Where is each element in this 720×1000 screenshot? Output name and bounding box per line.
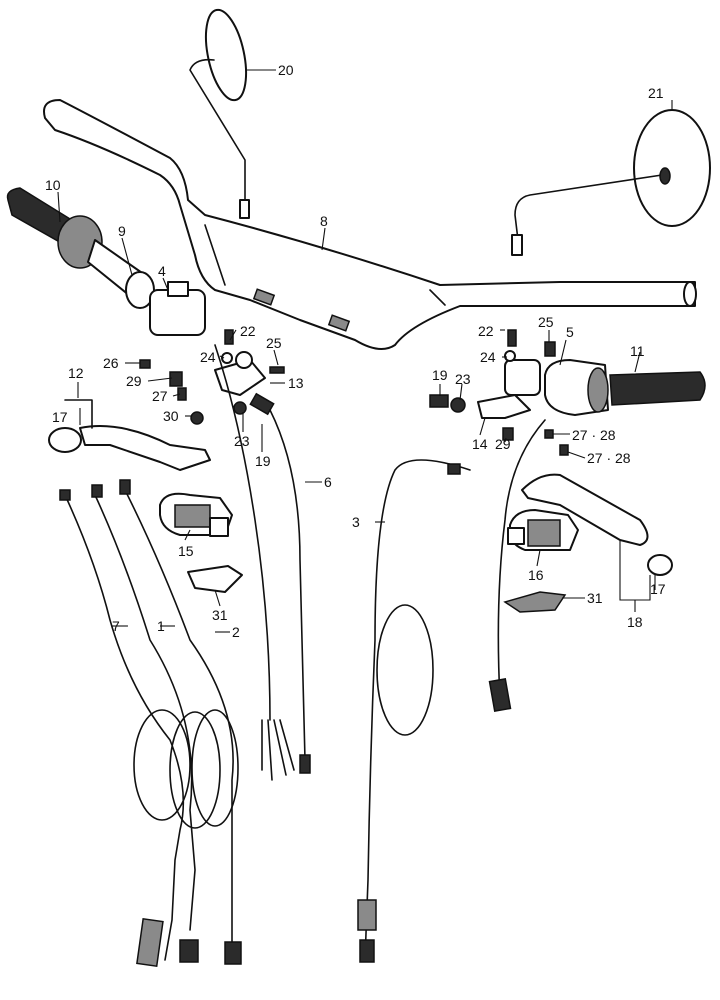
callout-21: 21 [648,85,664,101]
right-switch-16 [507,509,579,551]
callout-17-left: 17 [52,409,68,425]
callout-26: 26 [103,355,119,371]
callout-19-left: 19 [255,453,271,469]
cable-right [488,419,546,713]
callout-23-right: 23 [455,371,471,387]
clamp-band-right [503,591,567,613]
callout-1: 1 [157,618,165,634]
callout-8: 8 [320,213,328,229]
callout-9: 9 [118,223,126,239]
cables-center [214,344,311,781]
callout-25-left: 25 [266,335,282,351]
grip-left [6,187,146,301]
callout-18: 18 [627,614,643,630]
callout-23-left: 23 [234,433,250,449]
callout-31-left: 31 [212,607,228,623]
callout-24-right: 24 [480,349,496,365]
callout-17-right: 17 [650,581,666,597]
handlebar [43,99,697,350]
cables-left [59,479,242,968]
callout-labels: 20 21 10 9 8 4 22 25 24 26 29 27 13 12 1… [45,62,666,640]
callout-14: 14 [472,436,488,452]
callout-12: 12 [68,365,84,381]
lever-left [48,399,211,471]
lever-right [521,473,673,576]
right-switch [544,359,706,416]
callout-3: 3 [352,514,360,530]
bolts-left [139,359,204,425]
callout-29-left: 29 [126,373,142,389]
callout-7: 7 [112,618,120,634]
clamp-band-left [187,565,243,593]
callout-2: 2 [232,624,240,640]
callout-25-right: 25 [538,314,554,330]
callout-13: 13 [288,375,304,391]
callout-27-28-upper: 27 · 28 [572,427,616,443]
callout-15: 15 [178,543,194,559]
callout-11: 11 [630,343,645,359]
left-switch [125,271,206,336]
master-cylinder [477,329,556,419]
cable-3 [357,459,471,963]
callout-29-right: 29 [495,436,511,452]
callout-4: 4 [158,263,166,279]
callout-22-right: 22 [478,323,494,339]
callout-27-28-lower: 27 · 28 [587,450,631,466]
callout-30: 30 [163,408,179,424]
callout-27-left: 27 [152,388,168,404]
callout-20: 20 [278,62,294,78]
mirror-left [189,8,250,219]
left-switch-15 [159,492,233,537]
callout-31-right: 31 [587,590,603,606]
callout-19-right: 19 [432,367,448,383]
callout-10: 10 [45,177,61,193]
callout-22-left: 22 [240,323,256,339]
callout-6: 6 [324,474,332,490]
callout-24-left: 24 [200,349,216,365]
mirror-right [511,109,711,256]
callout-16: 16 [528,567,544,583]
callout-5: 5 [566,324,574,340]
leader-lines [57,69,673,633]
